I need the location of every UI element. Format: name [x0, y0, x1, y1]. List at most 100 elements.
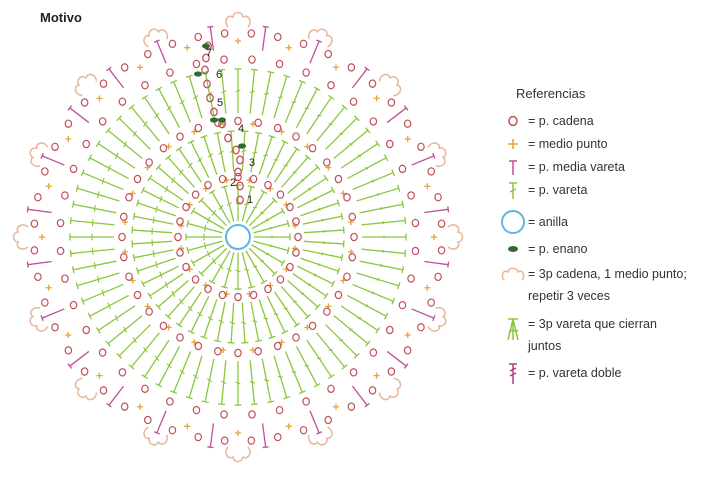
start-chain — [236, 181, 244, 191]
sc-round-4 — [340, 277, 347, 284]
dc-round-5-top — [105, 127, 111, 134]
dc-round-5-bar — [249, 90, 255, 93]
chain-stitch — [234, 116, 242, 126]
dc-round-3-bar — [218, 150, 224, 155]
start-chain — [236, 155, 244, 165]
dc-round-3-bar — [252, 151, 258, 154]
dc-round-5-bar — [339, 132, 344, 136]
dc-round-3-bar — [218, 319, 224, 324]
chain-stitch — [308, 321, 317, 331]
slip-stitch — [210, 117, 218, 123]
dc-round-1-bar — [260, 211, 264, 215]
dc-round-3-bar — [197, 311, 203, 317]
chain-stitch — [254, 347, 262, 356]
picot-icon — [500, 263, 526, 284]
dc-round-3-top — [213, 131, 221, 135]
dc-round-1-top — [198, 270, 205, 277]
chain-stitch — [99, 79, 108, 88]
dc-round-5-bar — [154, 355, 160, 362]
sc-round-2 — [246, 177, 253, 184]
start-chain — [232, 145, 240, 155]
legend-label: = p. enano — [528, 241, 588, 256]
hdc-stitch — [411, 308, 435, 319]
picot-petal — [12, 224, 29, 250]
chain-stitch — [403, 119, 412, 128]
chain-stitch — [323, 158, 331, 167]
chain-stitch — [120, 402, 129, 411]
dc-round-3-bar — [171, 177, 176, 184]
chain-stitch — [145, 158, 153, 167]
chain-stitch — [176, 132, 184, 141]
chain-stitch — [349, 97, 358, 106]
chain-stitch — [34, 193, 42, 202]
dc-round-5-top — [283, 396, 291, 400]
dc-round-3-bar — [171, 290, 176, 297]
dc-round-3-top — [330, 280, 336, 288]
chain-stitch — [264, 284, 272, 294]
hdc-stitch — [351, 68, 368, 89]
dc-round-5-bar — [143, 121, 148, 128]
chain-stitch — [56, 246, 65, 256]
dc-round-5-bar — [263, 379, 270, 382]
dc-round-5-top — [69, 249, 72, 258]
dc-round-5-bar — [179, 99, 185, 105]
dc-round-5-top — [95, 327, 101, 334]
dc-round-3-top — [155, 164, 162, 171]
chain-stitch — [334, 290, 343, 300]
dc-round-3-bar — [313, 197, 317, 201]
chain-stitch — [204, 180, 212, 190]
dc-round-3-top — [314, 164, 321, 171]
sc-round-2 — [291, 222, 298, 229]
hdc-stitch — [156, 40, 167, 64]
chain-stitch — [182, 202, 190, 212]
magic-ring-center — [225, 224, 251, 250]
dc-round-3-top — [255, 339, 263, 343]
dc-round-1-top — [260, 189, 268, 195]
picot-petal — [29, 142, 49, 168]
sc-round-7 — [285, 423, 292, 430]
dc-round-5-bar — [316, 357, 322, 360]
hdc-stitch — [309, 40, 320, 64]
start-chain — [201, 65, 209, 75]
single-crochet-icon — [500, 137, 526, 151]
hdc-stitch — [27, 260, 52, 266]
chain-stitch — [119, 212, 128, 222]
chain-stitch — [125, 193, 133, 202]
dc-round-5-top — [75, 184, 79, 192]
chain-stitch — [369, 117, 378, 126]
picot-loop — [74, 73, 98, 97]
hdc-stitch-top — [207, 446, 214, 449]
sc-round-2 — [223, 290, 230, 297]
dc-round-3-top — [330, 186, 336, 194]
chain-stitch — [51, 142, 59, 151]
diagram-title: Motivo — [40, 10, 82, 25]
sc-round-7 — [424, 284, 431, 291]
dc-round-5-top — [71, 266, 75, 274]
legend: Referencias = p. cadena = medio punto = … — [500, 86, 715, 386]
dc-round-3-bar — [241, 149, 247, 153]
picot-loop — [427, 306, 447, 332]
dc-round-5-top — [283, 74, 291, 78]
dc-round-5-bar — [380, 206, 383, 211]
dc-round-3-top — [132, 212, 136, 220]
dc-round-5-top — [397, 282, 401, 290]
hdc-stitch-top — [316, 431, 323, 435]
chain-stitch — [248, 410, 256, 419]
dc-round-5-bar — [93, 262, 96, 269]
chain-stitch — [403, 346, 412, 355]
dc-round-1-top — [190, 259, 196, 267]
dc-round-1-bar — [244, 203, 250, 206]
chain-stitch — [434, 272, 442, 281]
dc-round-5-bar — [93, 205, 96, 212]
dc-round-5-top — [341, 104, 348, 110]
picot-loop — [74, 377, 98, 401]
chain-stitch — [214, 347, 222, 356]
slip-stitch — [238, 143, 246, 149]
sc-round-7 — [65, 332, 72, 338]
dc-round-3-bar — [318, 263, 321, 267]
sc-round-7 — [424, 183, 431, 190]
dc-round-5-bar — [101, 289, 105, 297]
dc-round-5-bar — [206, 378, 213, 383]
dc-round-3-top — [323, 174, 329, 182]
dc-round-1-bar — [226, 202, 232, 207]
